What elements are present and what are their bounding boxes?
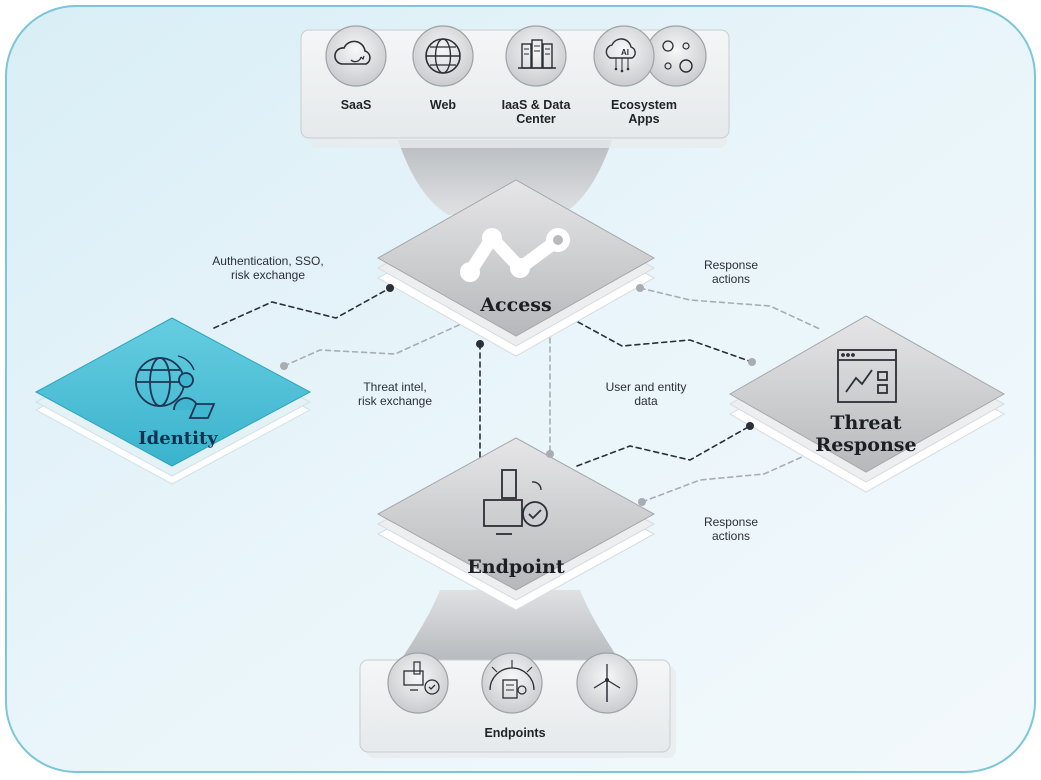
auth-sso-label-line2: risk exchange — [230, 268, 306, 282]
analytics-window-icon — [837, 349, 897, 403]
connection-nodes-icon — [460, 228, 570, 282]
auth-sso-label: Authentication, SSO, risk exchange — [198, 254, 338, 282]
auth-sso-label-line1: Authentication, SSO, — [212, 254, 324, 268]
user-globe-laptop-icon — [135, 355, 216, 419]
user-entity-data-line1: User and entity — [605, 380, 687, 394]
line-identity-access-light — [283, 319, 471, 367]
connector-dots — [280, 284, 756, 506]
endpoints-wind-turbine-icon — [576, 652, 638, 714]
svg-text:AI: AI — [621, 48, 629, 57]
threat-intel-label-line1: Threat intel, — [363, 380, 427, 394]
threat-response-title-line1: Threat — [830, 412, 902, 434]
line-identity-access-dark — [213, 287, 391, 329]
threat-response-node[interactable] — [728, 315, 1006, 493]
top-funnel — [398, 140, 612, 215]
response-actions-bottom-label: Response actions — [686, 515, 776, 543]
bottom-funnel — [396, 590, 624, 668]
line-endpoint-threat-dark — [576, 425, 751, 467]
saas-label: SaaS — [340, 98, 372, 112]
web-label: Web — [429, 98, 457, 112]
threat-response-title-line2: Response — [815, 434, 917, 456]
devices-check-icon — [483, 469, 548, 535]
threat-response-title: Threat Response — [796, 412, 936, 456]
response-actions-top-line2: actions — [711, 272, 751, 286]
response-actions-bottom-line2: actions — [711, 529, 751, 543]
web-globe-icon — [412, 25, 474, 87]
iaas-server-rack-icon — [505, 25, 567, 87]
response-actions-bottom-line1: Response — [703, 515, 759, 529]
identity-node[interactable] — [34, 317, 312, 485]
response-actions-top-label: Response actions — [686, 258, 776, 286]
user-entity-data-line2: data — [634, 394, 658, 408]
endpoint-title: Endpoint — [467, 556, 565, 578]
threat-intel-label: Threat intel, risk exchange — [340, 380, 450, 408]
endpoints-building-signal-icon — [481, 652, 543, 714]
iaas-data-center-label: IaaS & Data Center — [501, 98, 571, 126]
line-endpoint-threat-light — [641, 447, 823, 503]
endpoint-node[interactable] — [376, 437, 656, 611]
access-node[interactable] — [376, 179, 656, 357]
threat-intel-label-line2: risk exchange — [357, 394, 433, 408]
response-actions-top-line1: Response — [703, 258, 759, 272]
saas-cloud-sync-icon — [325, 25, 387, 87]
user-entity-data-label: User and entity data — [584, 380, 708, 408]
access-title: Access — [480, 294, 552, 316]
line-access-threat-light — [639, 287, 823, 331]
endpoints-label: Endpoints — [484, 726, 546, 740]
background-panel — [5, 5, 1036, 773]
line-access-threat-dark — [577, 321, 753, 363]
ecosystem-ai-gears-icon: AI — [593, 25, 707, 87]
ecosystem-apps-label: Ecosystem Apps — [610, 98, 677, 126]
endpoints-devices-check-icon — [387, 652, 449, 714]
connector-lines — [213, 287, 823, 503]
identity-title: Identity — [138, 428, 218, 449]
